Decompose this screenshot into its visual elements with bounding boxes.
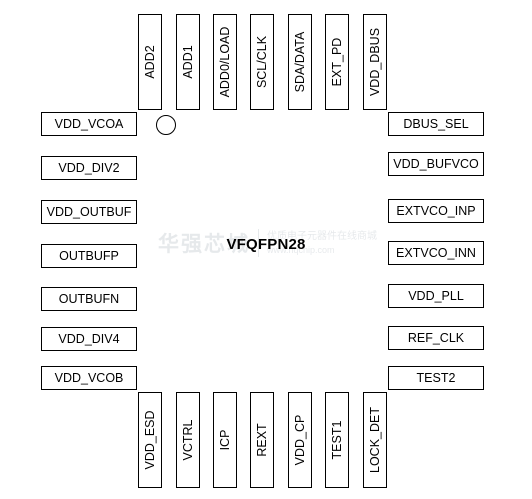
bottom-pin-1-label: VDD_ESD [143,410,157,470]
top-pin-2: ADD1 [176,14,200,110]
package-name: VFQFPN28 [226,236,306,253]
left-pin-4: OUTBUFP [41,244,137,268]
right-pin-4: EXTVCO_INN [388,241,484,265]
bottom-pin-2: VCTRL [176,392,200,488]
pin1-marker-icon [156,115,176,135]
right-pin-6: REF_CLK [388,326,484,350]
top-pin-7-label: VDD_DBUS [368,27,382,97]
top-pin-7: VDD_DBUS [363,14,387,110]
bottom-pin-4-label: REXT [255,423,269,457]
top-pin-6-label: EXT_PD [330,37,344,87]
top-pin-5-label: SDA/DATA [293,31,307,93]
left-pin-5: OUTBUFN [41,287,137,311]
bottom-pin-3: ICP [213,392,237,488]
right-pin-1: DBUS_SEL [388,112,484,136]
bottom-pin-1: VDD_ESD [138,392,162,488]
bottom-pin-5: VDD_CP [288,392,312,488]
right-pin-3: EXTVCO_INP [388,199,484,223]
bottom-pin-6-label: TEST1 [330,420,344,460]
bottom-pin-2-label: VCTRL [181,419,195,461]
top-pin-3-label: ADD0/LOAD [218,26,232,98]
right-pin-7: TEST2 [388,366,484,390]
top-pin-3: ADD0/LOAD [213,14,237,110]
top-pin-1: ADD2 [138,14,162,110]
top-pin-6: EXT_PD [325,14,349,110]
top-pin-2-label: ADD1 [181,45,195,79]
left-pin-3: VDD_OUTBUF [41,200,137,224]
left-pin-6: VDD_DIV4 [41,327,137,351]
top-pin-1-label: ADD2 [143,45,157,79]
bottom-pin-5-label: VDD_CP [293,414,307,466]
left-pin-1: VDD_VCOA [41,112,137,136]
bottom-pin-3-label: ICP [218,429,232,451]
top-pin-5: SDA/DATA [288,14,312,110]
left-pin-2: VDD_DIV2 [41,156,137,180]
top-pin-4-label: SCL/CLK [255,35,269,89]
right-pin-2: VDD_BUFVCO [388,152,484,176]
bottom-pin-6: TEST1 [325,392,349,488]
top-pin-4: SCL/CLK [250,14,274,110]
bottom-pin-7: LOCK_DET [363,392,387,488]
bottom-pin-4: REXT [250,392,274,488]
left-pin-7: VDD_VCOB [41,366,137,390]
right-pin-5: VDD_PLL [388,284,484,308]
bottom-pin-7-label: LOCK_DET [368,407,382,473]
